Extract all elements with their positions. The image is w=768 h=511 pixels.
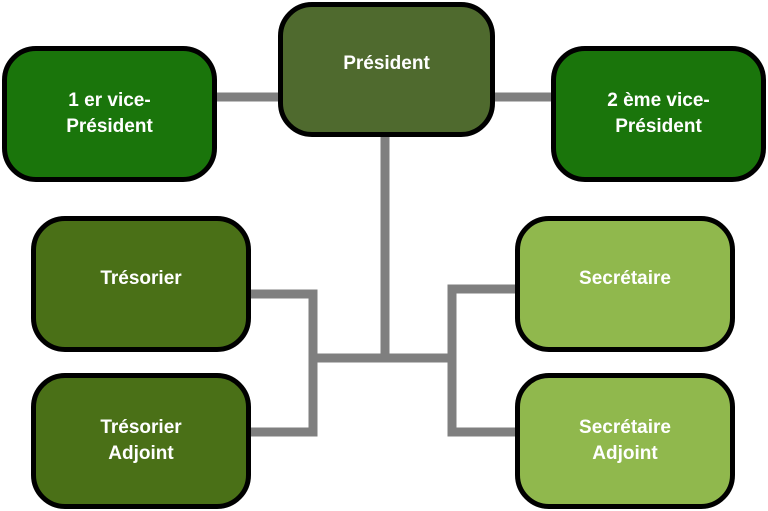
node-tresorier-adjoint-label: Trésorier Adjoint (100, 417, 182, 464)
node-vice-president-1: 1 er vice- Président (2, 46, 217, 182)
node-vice-president-1-label: 1 er vice- Président (66, 90, 153, 137)
node-president-label: Président (343, 53, 430, 74)
node-tresorier-adjoint: Trésorier Adjoint (31, 373, 251, 509)
node-vice-president-2-label: 2 ème vice- Président (607, 90, 710, 137)
node-secretaire: Secrétaire (515, 216, 735, 352)
connector-left-branch (245, 289, 318, 437)
node-secretaire-adjoint: Secrétaire Adjoint (515, 373, 735, 509)
node-tresorier-label: Trésorier (100, 268, 182, 289)
node-secretaire-adjoint-label: Secrétaire Adjoint (579, 417, 671, 464)
connector-right-branch (447, 284, 522, 437)
node-secretaire-label: Secrétaire (579, 268, 671, 289)
node-vice-president-2: 2 ème vice- Président (551, 46, 766, 182)
node-tresorier: Trésorier (31, 216, 251, 352)
node-president: Président (278, 2, 495, 137)
